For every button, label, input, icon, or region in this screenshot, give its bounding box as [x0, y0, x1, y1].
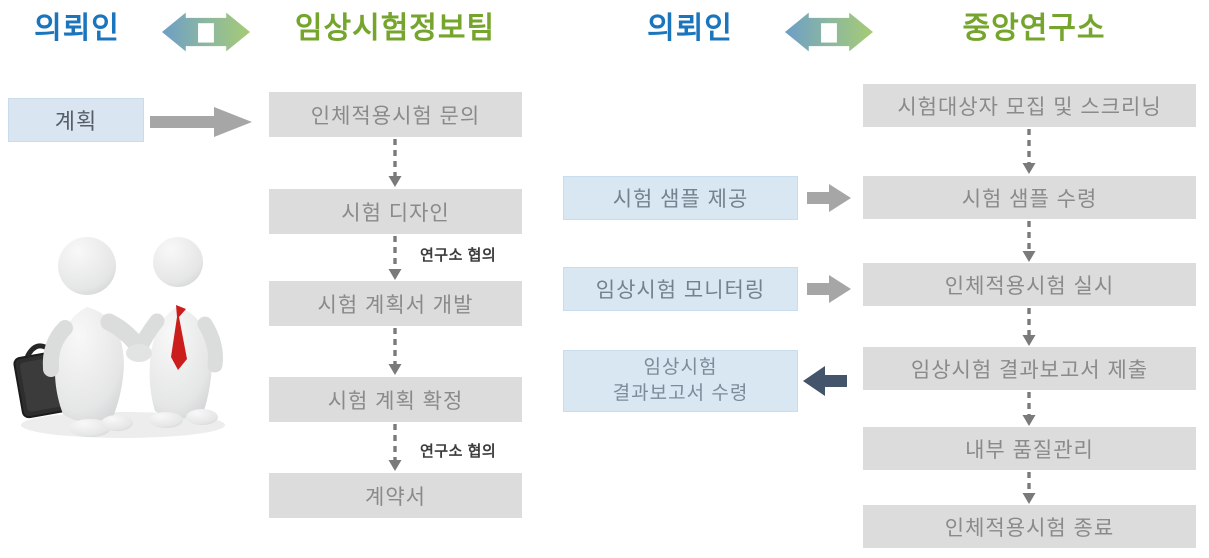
dashed-down-arrow-icon: [1022, 392, 1036, 426]
action-box-monitoring: 임상시험 모니터링: [563, 267, 798, 311]
step-box-submit-report: 임상시험 결과보고서 제출: [863, 347, 1196, 390]
right-arrow-icon: [807, 184, 851, 212]
dashed-down-arrow-icon: [1022, 221, 1036, 262]
dashed-down-arrow-icon: [388, 424, 402, 471]
step-box-inquiry: 인체적용시험 문의: [269, 92, 522, 137]
right-arrow-icon: [807, 275, 851, 303]
step-box-receive-sample: 시험 샘플 수령: [863, 176, 1196, 219]
dashed-down-arrow-icon: [388, 328, 402, 375]
receive-report-line2: 결과보고서 수령: [612, 383, 749, 404]
step-box-protocol: 시험 계획서 개발: [269, 281, 522, 326]
plan-box: 계획: [8, 98, 144, 142]
right-client-title: 의뢰인: [647, 12, 733, 45]
left-arrow-icon: [803, 366, 847, 396]
annotation-lab-consult-1: 연구소 협의: [420, 247, 497, 264]
step-box-conduct-trial: 인체적용시험 실시: [863, 263, 1196, 306]
step-box-recruit-screening: 시험대상자 모집 및 스크리닝: [863, 84, 1196, 127]
dashed-down-arrow-icon: [388, 139, 402, 187]
action-box-provide-sample: 시험 샘플 제공: [563, 176, 798, 220]
step-box-confirm: 시험 계획 확정: [269, 377, 522, 422]
team-title: 임상시험정보팀: [294, 12, 496, 45]
double-arrow-icon: [162, 12, 250, 52]
step-box-contract: 계약서: [269, 473, 522, 518]
right-arrow-icon: [150, 107, 252, 137]
dashed-down-arrow-icon: [1022, 308, 1036, 346]
dashed-down-arrow-icon: [388, 236, 402, 280]
step-box-internal-qc: 내부 품질관리: [863, 427, 1196, 470]
step-box-trial-end: 인체적용시험 종료: [863, 505, 1196, 548]
receive-report-line1: 임상시험: [643, 357, 718, 379]
double-arrow-icon: [785, 12, 873, 52]
step-box-design: 시험 디자인: [269, 189, 522, 234]
left-client-title: 의뢰인: [34, 12, 120, 45]
annotation-lab-consult-2: 연구소 협의: [420, 443, 497, 460]
dashed-down-arrow-icon: [1022, 129, 1036, 174]
action-box-receive-report: 임상시험 결과보고서 수령: [563, 350, 798, 412]
lab-title: 중앙연구소: [962, 12, 1106, 45]
dashed-down-arrow-icon: [1022, 472, 1036, 504]
handshake-illustration: [13, 237, 225, 438]
